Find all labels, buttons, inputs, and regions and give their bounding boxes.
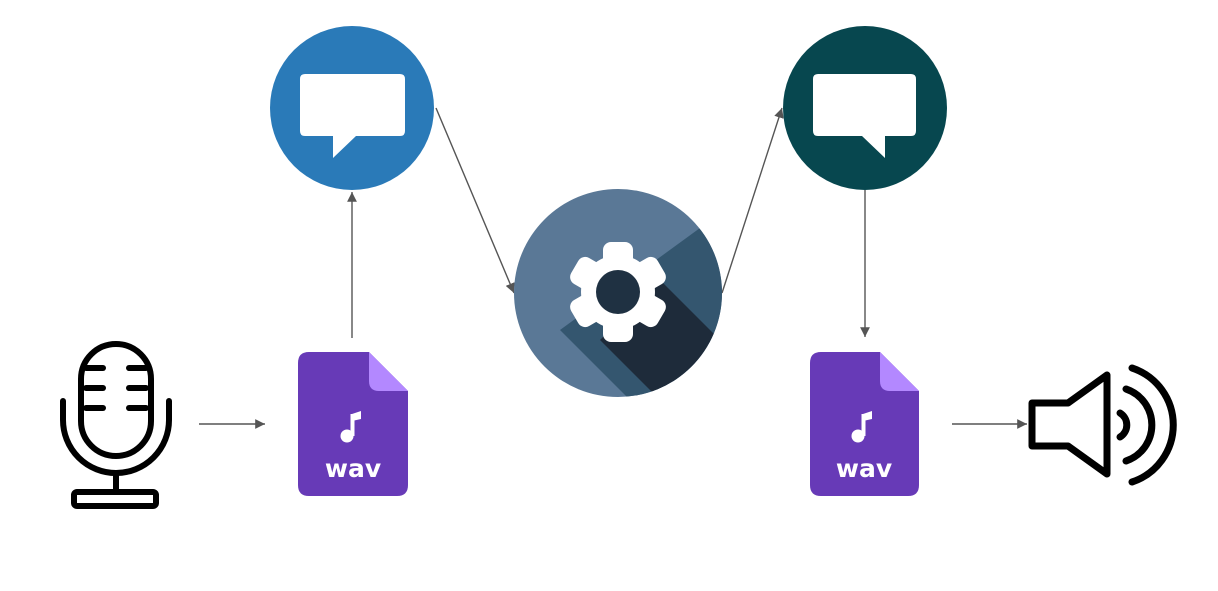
gear-icon [570,242,666,342]
processing-node [514,189,722,397]
speaker-icon [1028,364,1177,486]
input-wav-label: wav [325,454,381,483]
output-message-bubble [783,26,947,190]
output-wav-file-icon: wav [810,352,919,496]
arrow-message-to-gear [435,107,515,294]
output-wav-label: wav [836,454,892,483]
microphone-icon [60,341,172,509]
arrow-gear-to-message [721,107,784,294]
input-wav-file-icon: wav [298,352,408,496]
music-note-icon [340,411,361,443]
input-message-bubble [270,26,434,190]
arrows [199,107,1027,429]
speech-bubble-icon [300,74,405,158]
speech-bubble-icon [813,74,916,158]
music-note-icon [851,411,872,443]
